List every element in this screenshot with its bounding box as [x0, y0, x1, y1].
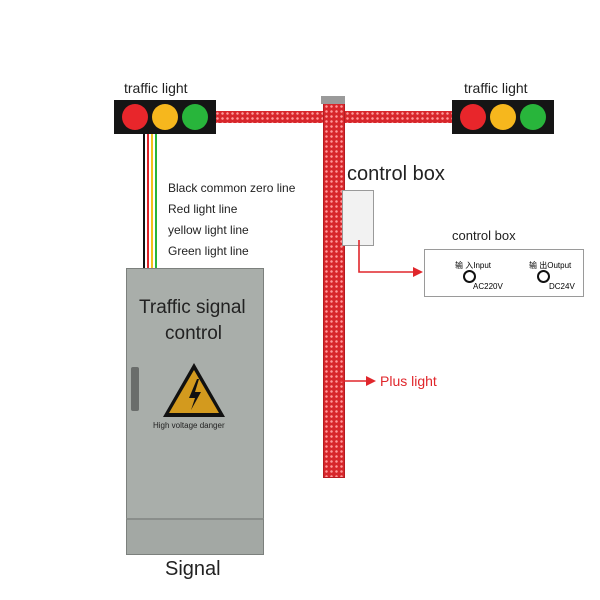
- cabinet-caption: Signal: [165, 558, 221, 580]
- control-box: [342, 190, 374, 246]
- signal-cabinet: Traffic signal control High voltage dang…: [126, 268, 264, 530]
- cabinet-title-line2: control: [165, 323, 223, 344]
- input-cn-text: 输 入: [455, 261, 474, 270]
- pole-cap: [321, 96, 345, 104]
- output-cn-text: 输 出: [529, 261, 548, 270]
- output-port-icon: [537, 270, 550, 283]
- input-voltage: AC220V: [473, 282, 503, 291]
- traffic-light-left-label: traffic light: [124, 80, 188, 96]
- control-box-label: control box: [347, 163, 445, 185]
- wire-bundle: [143, 134, 157, 270]
- cabinet-base: [126, 518, 264, 555]
- input-en-text: Input: [473, 261, 492, 270]
- output-voltage: DC24V: [549, 282, 575, 291]
- plus-light-label: Plus light: [380, 373, 437, 389]
- plus-light-arrow: [340, 376, 376, 386]
- high-voltage-warning-icon: [163, 363, 225, 417]
- panel-output-label: 输 出Output: [529, 260, 571, 271]
- input-port-icon: [463, 270, 476, 283]
- traffic-light-left: [114, 100, 216, 134]
- wire-label-green: Green light line: [168, 244, 249, 258]
- signal-pole: [323, 98, 345, 478]
- output-en-text: Output: [547, 261, 572, 270]
- cabinet-handle: [131, 367, 139, 411]
- panel-input-label: 输 入Input: [455, 260, 491, 271]
- control-box-panel-title: control box: [452, 228, 516, 243]
- traffic-light-right-label: traffic light: [464, 80, 528, 96]
- red-lamp: [122, 104, 148, 130]
- warning-text: High voltage danger: [153, 421, 225, 430]
- control-box-connector: [358, 240, 423, 277]
- green-lamp: [520, 104, 546, 130]
- green-lamp: [182, 104, 208, 130]
- yellow-lamp: [152, 104, 178, 130]
- cabinet-title-line1: Traffic signal: [139, 297, 246, 318]
- wire-label-yellow: yellow light line: [168, 223, 249, 237]
- wire-label-black: Black common zero line: [168, 181, 296, 195]
- red-lamp: [460, 104, 486, 130]
- wire-label-red: Red light line: [168, 202, 238, 216]
- traffic-light-right: [452, 100, 554, 134]
- control-box-panel: 输 入Input AC220V 输 出Output DC24V: [424, 249, 584, 297]
- yellow-lamp: [490, 104, 516, 130]
